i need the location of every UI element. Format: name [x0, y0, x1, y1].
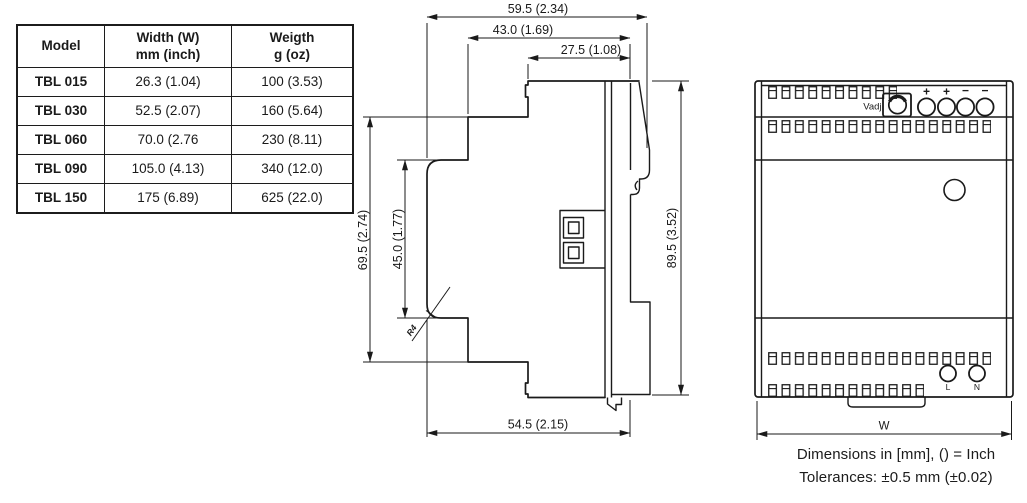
width-cell: 175 (6.89): [104, 183, 232, 214]
header-line: mm (inch): [135, 46, 201, 62]
ac-terminals: L N: [939, 364, 986, 392]
terminal-screw: [968, 364, 986, 383]
width-cell: 52.5 (2.07): [104, 96, 232, 126]
plus-mark: +: [943, 85, 950, 99]
table-header-row: Model Width (W) mm (inch) Weigth g (oz): [16, 24, 354, 68]
header-line: g (oz): [274, 46, 310, 62]
weight-cell: 625 (22.0): [231, 183, 354, 214]
terminal-screw: [936, 97, 956, 117]
svg-text:54.5 (2.15): 54.5 (2.15): [508, 418, 568, 432]
vent-slots-upper: [768, 120, 991, 134]
svg-text:43.0 (1.69): 43.0 (1.69): [493, 23, 553, 37]
terminal-screw: [916, 97, 936, 117]
dim-width-total: 59.5 (2.34): [426, 2, 648, 437]
model-cell: TBL 015: [16, 67, 105, 97]
side-profile-outline: [426, 80, 651, 412]
dimension-note-line2: Tolerances: ±0.5 mm (±0.02): [799, 469, 993, 487]
dim-height-total: 89.5 (3.52): [652, 80, 689, 396]
table-row: TBL 030 52.5 (2.07) 160 (5.64): [16, 96, 354, 126]
side-dimensions: 59.5 (2.34) 43.0 (1.69) 27.5 (1.08) 69.5…: [356, 2, 689, 437]
dimension-note-line1: Dimensions in [mm], () = Inch: [796, 446, 996, 463]
header-line: Model: [41, 38, 81, 54]
svg-text:27.5 (1.08): 27.5 (1.08): [561, 43, 621, 57]
dim-width-top: 27.5 (1.08): [527, 43, 631, 79]
svg-text:59.5 (2.34): 59.5 (2.34): [508, 2, 568, 16]
table-row: TBL 015 26.3 (1.04) 100 (3.53): [16, 67, 354, 97]
model-cell: TBL 150: [16, 183, 105, 214]
col-header-model: Model: [16, 24, 105, 68]
din-latch-tab: [847, 397, 926, 408]
svg-text:45.0 (1.77): 45.0 (1.77): [391, 209, 405, 269]
model-cell: TBL 030: [16, 96, 105, 126]
table-row: TBL 090 105.0 (4.13) 340 (12.0): [16, 154, 354, 184]
side-view-drawing: 59.5 (2.34) 43.0 (1.69) 27.5 (1.08) 69.5…: [356, 2, 689, 437]
col-header-width: Width (W) mm (inch): [104, 24, 232, 68]
col-header-weight: Weigth g (oz): [231, 24, 354, 68]
terminal-screw: [939, 364, 957, 383]
vent-slots-top-left: [768, 86, 897, 100]
plus-mark: +: [923, 85, 930, 99]
table-row: TBL 060 70.0 (2.76 230 (8.11): [16, 125, 354, 155]
vadj-label: Vadj: [863, 102, 881, 113]
width-cell: 70.0 (2.76: [104, 125, 232, 155]
width-cell: 26.3 (1.04): [104, 67, 232, 97]
vadj-potentiometer: Vadj: [863, 92, 912, 118]
model-dimensions-table: Model Width (W) mm (inch) Weigth g (oz) …: [16, 24, 354, 214]
svg-text:W: W: [879, 421, 890, 433]
dim-height-bezel: 45.0 (1.77): [391, 159, 439, 319]
terminal-block: [559, 209, 605, 269]
weight-cell: 340 (12.0): [231, 154, 354, 184]
table-row: TBL 150 175 (6.89) 625 (22.0): [16, 183, 354, 214]
screw-slot-icon: [888, 94, 907, 103]
vent-slots-bottom: [768, 384, 924, 398]
weight-cell: 100 (3.53): [231, 67, 354, 97]
model-cell: TBL 060: [16, 125, 105, 155]
weight-cell: 160 (5.64): [231, 96, 354, 126]
back-plate: [604, 81, 613, 398]
header-line: Width (W): [136, 29, 200, 45]
led-indicator: [943, 178, 966, 202]
dimension-note: Dimensions in [mm], () = Inch Tolerances…: [770, 443, 1022, 490]
minus-mark: −: [962, 84, 969, 98]
dim-width-w: W: [756, 401, 1012, 440]
dim-height-body: 69.5 (2.74): [356, 116, 468, 363]
terminal-screw: [955, 97, 975, 117]
model-cell: TBL 090: [16, 154, 105, 184]
minus-mark: −: [981, 84, 988, 98]
vent-slots-lower: [768, 352, 991, 366]
header-line: Weigth: [269, 29, 315, 45]
svg-text:89.5 (3.52): 89.5 (3.52): [665, 208, 679, 268]
front-view-drawing: Vadj + + − − L N W: [754, 80, 1014, 440]
width-cell: 105.0 (4.13): [104, 154, 232, 184]
dc-terminals: + + − −: [916, 84, 995, 117]
dim-width-mid: 43.0 (1.69): [467, 23, 631, 114]
svg-text:69.5 (2.74): 69.5 (2.74): [356, 210, 370, 270]
weight-cell: 230 (8.11): [231, 125, 354, 155]
terminal-screw: [975, 97, 995, 117]
svg-text:R4: R4: [404, 323, 419, 338]
neutral-terminal-label: N: [974, 382, 980, 392]
dim-depth-bottom: 54.5 (2.15): [426, 400, 631, 437]
din-clip: [606, 81, 651, 412]
line-terminal-label: L: [946, 382, 951, 392]
